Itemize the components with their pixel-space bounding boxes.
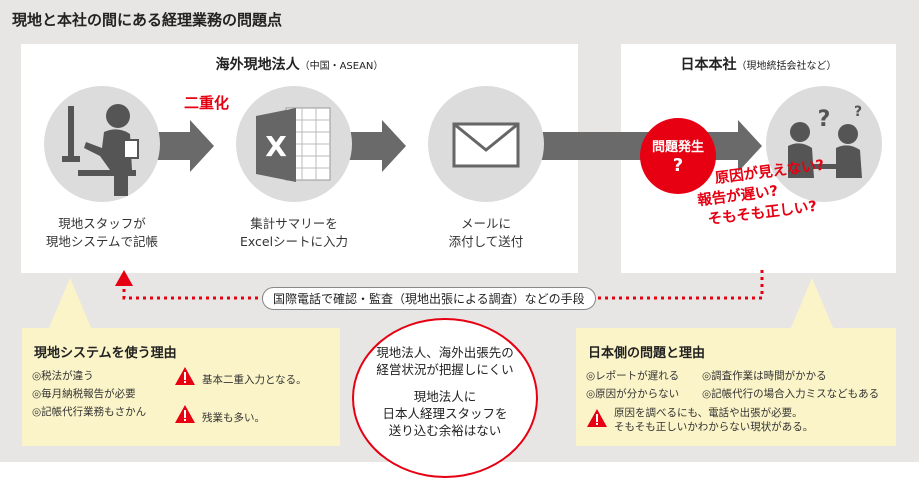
center-note: 現地法人、海外出張先の 経営状況が把握しにくい 現地法人に 日本人経理スタッフを… <box>352 318 538 478</box>
step3-caption: メールに添付して送付 <box>448 216 524 249</box>
right-warning-text: 原因を調べるにも、電話や出張が必要。 そもそも正しいかわからない現状がある。 <box>614 407 814 433</box>
warning-icon <box>175 405 195 423</box>
svg-text:?: ? <box>854 104 862 120</box>
right-note: 日本側の問題と理由 ◎レポートが遅れる ◎調査作業は時間がかかる ◎原因が分から… <box>576 328 896 446</box>
left-note: 現地システムを使う理由 ◎税法が違う ◎毎月納税報告が必要 ◎記帳代行業務もさか… <box>22 328 340 446</box>
meeting-people-icon: ? ? <box>766 86 882 202</box>
problem-badge: 問題発生 ? <box>640 118 716 194</box>
warning-icon <box>587 409 607 427</box>
svg-text:?: ? <box>818 107 831 132</box>
right-note-item: ◎原因が分からない <box>586 388 680 400</box>
right-note-item: ◎レポートが遅れる <box>586 370 680 382</box>
hq-heading: 日本本社（現地統括会社など） <box>680 57 837 73</box>
left-note-item: ◎記帳代行業務もさかん <box>32 406 147 418</box>
right-note-item: ◎記帳代行の場合入力ミスなどもある <box>702 388 880 400</box>
envelope-icon <box>428 86 544 202</box>
right-note-item: ◎調査作業は時間がかかる <box>702 370 827 382</box>
warning-icon <box>175 367 195 385</box>
page-title: 現地と本社の間にある経理業務の問題点 <box>12 11 283 29</box>
excel-spreadsheet-icon: X <box>236 86 352 202</box>
left-note-item: ◎毎月納税報告が必要 <box>32 388 136 400</box>
svg-text:X: X <box>265 130 287 163</box>
left-note-item: ◎税法が違う <box>32 370 94 382</box>
right-note-title: 日本側の問題と理由 <box>588 346 706 361</box>
person-at-computer-icon <box>44 86 160 202</box>
duplication-label: 二重化 <box>184 94 230 112</box>
left-warning-text: 残業も多い。 <box>202 412 265 424</box>
left-note-title: 現地システムを使う理由 <box>34 346 177 361</box>
connector-label: 国際電話で確認・監査（現地出張による調査）などの手段 <box>262 287 596 310</box>
left-warning-text: 基本二重入力となる。 <box>202 374 307 386</box>
step1-caption: 現地スタッフが現地システムで記帳 <box>45 216 159 249</box>
overseas-heading: 海外現地法人（中国・ASEAN） <box>215 57 384 73</box>
